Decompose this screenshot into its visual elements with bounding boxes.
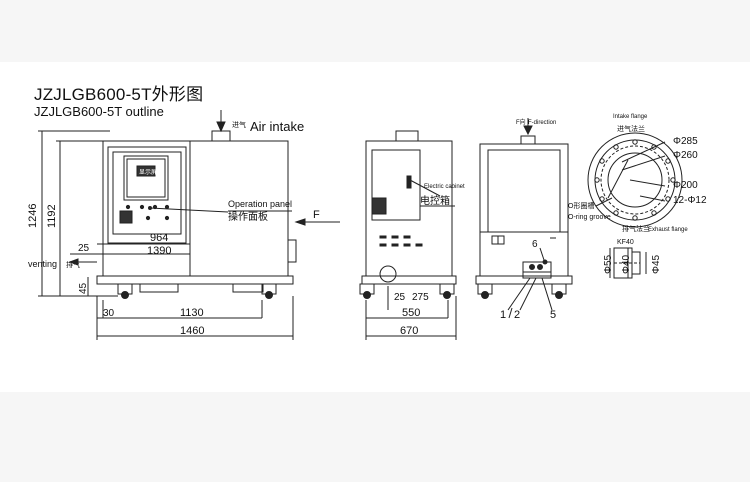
dim-1246: 1246 xyxy=(27,204,39,228)
intake-flange-label: Intake flange xyxy=(613,114,648,120)
exhaust-flange-label: Exhaust flange xyxy=(648,227,688,233)
air-intake-cn-label: 进气 xyxy=(232,120,246,129)
dim-phi45: Φ45 xyxy=(651,254,662,274)
operation-panel-label: Operation panel xyxy=(228,199,292,209)
electric-cabinet-cn-label: 电控箱 xyxy=(420,194,450,207)
dim-25-mid: 25 xyxy=(394,292,406,303)
dim-holes: 12-Φ12 xyxy=(673,195,707,206)
dim-25-left: 25 xyxy=(78,243,90,254)
f-arrow-label: F xyxy=(313,209,320,221)
operation-panel-cn-label: 操作面板 xyxy=(228,210,268,223)
drawing-title: JZJLGB600-5T外形图 xyxy=(34,85,204,104)
side-view: Electric cabinet 电控箱 25 275 550 670 xyxy=(359,130,465,340)
side-vents xyxy=(379,235,423,247)
dim-1192: 1192 xyxy=(46,204,58,228)
front-view: 进气 Air intake 显示屏 Operati xyxy=(27,110,340,340)
callout-2: 2 xyxy=(514,309,520,321)
dim-30: 30 xyxy=(103,308,115,319)
drawing-subtitle: JZJLGB600-5T outline xyxy=(34,104,164,119)
dim-phi200: Φ200 xyxy=(673,180,698,191)
dim-1390: 1390 xyxy=(147,245,171,257)
callout-6: 6 xyxy=(532,239,538,250)
oring-groove-cn-label: O形圈槽 xyxy=(568,201,594,210)
exhaust-flange-detail: 排气法兰 Exhaust flange KF40 Φ55 Φ40 Φ45 xyxy=(603,224,688,279)
intake-flange-detail: Intake flange 进气法兰 Φ285 Φ260 Φ200 12-Φ12 xyxy=(568,114,707,228)
callout-5: 5 xyxy=(550,309,556,321)
dim-670: 670 xyxy=(400,325,418,337)
exhaust-flange-cn-label: 排气法兰 xyxy=(622,224,650,233)
f-direction-cn-label: F向 xyxy=(516,118,526,126)
venting-cn-label: 排气 xyxy=(66,260,80,269)
dim-phi260: Φ260 xyxy=(673,150,698,161)
dim-phi40: Φ40 xyxy=(621,254,632,274)
oring-groove-label: O-ring groove xyxy=(568,214,611,221)
screen-text: 显示屏 xyxy=(139,169,157,176)
kf-label: KF40 xyxy=(617,239,634,246)
dim-1130: 1130 xyxy=(180,307,204,319)
drawing-sheet xyxy=(0,62,750,392)
electric-cabinet-label: Electric cabinet xyxy=(424,184,465,190)
callout-1: 1 xyxy=(500,309,506,321)
flange-bolt-holes xyxy=(594,139,676,221)
dim-550: 550 xyxy=(402,307,420,319)
front-view-wheels xyxy=(117,283,277,299)
dim-45: 45 xyxy=(78,282,89,294)
dim-964: 964 xyxy=(150,232,168,244)
venting-label: venting xyxy=(28,259,57,269)
f-direction-label: F-direction xyxy=(528,120,556,126)
dim-phi55: Φ55 xyxy=(603,254,614,274)
f-direction-view: F向 F-direction 6 1 2 5 xyxy=(475,118,573,321)
air-intake-label: Air intake xyxy=(250,119,304,134)
intake-flange-cn-label: 进气法兰 xyxy=(617,124,645,133)
dim-275: 275 xyxy=(412,292,429,303)
dim-1460: 1460 xyxy=(180,325,204,337)
dim-phi285: Φ285 xyxy=(673,136,698,147)
